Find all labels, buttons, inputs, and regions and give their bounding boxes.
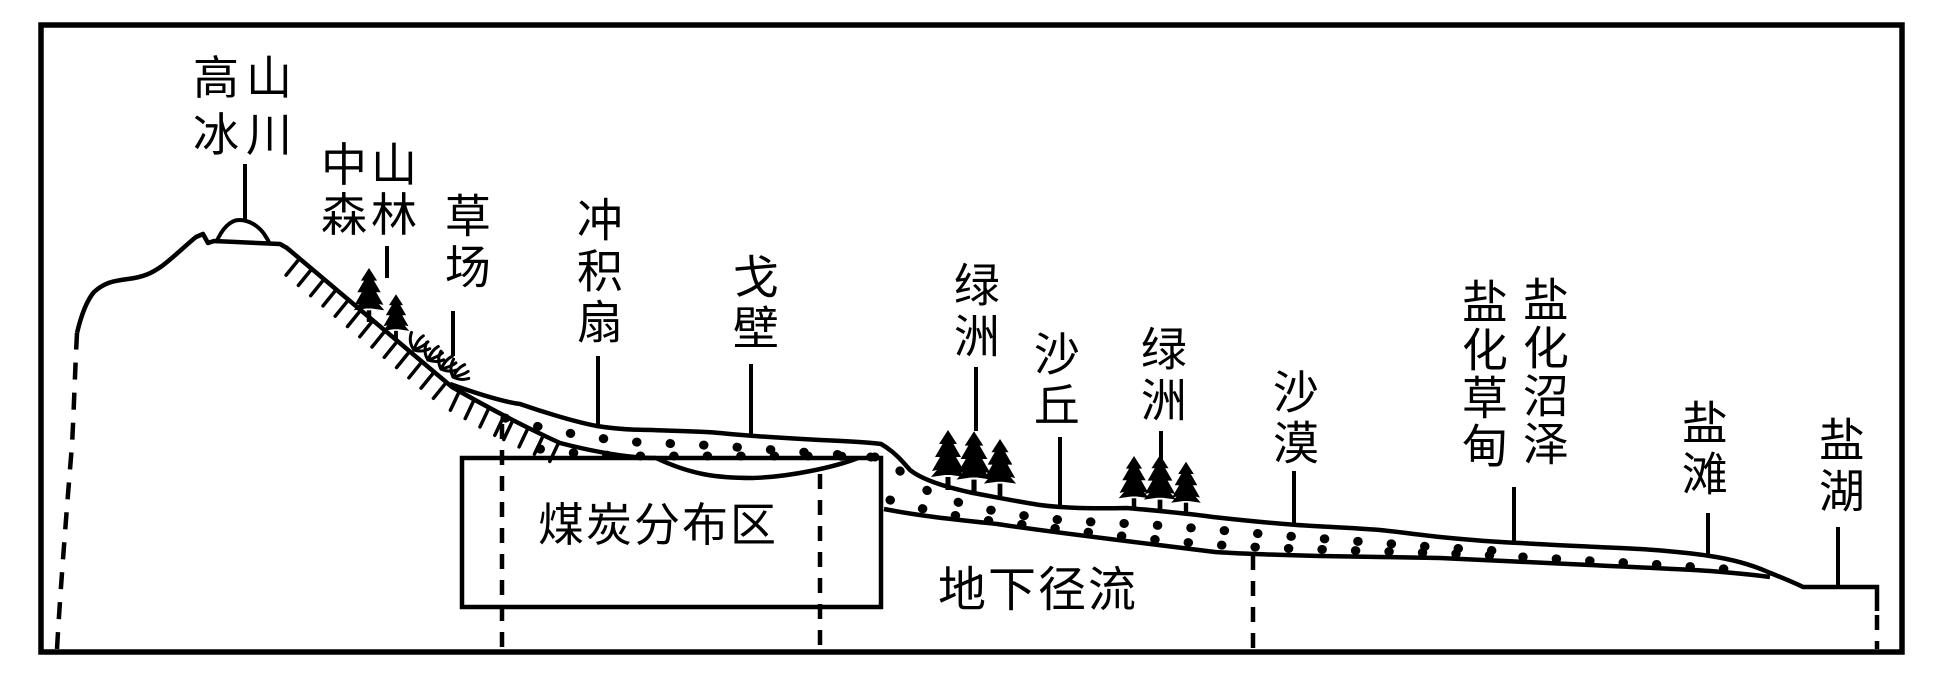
oasis-lower-trees (1118, 455, 1201, 514)
glacier-label-line2: 冰川 (193, 110, 299, 161)
alluvial-fan-label: 冲积扇 (570, 196, 622, 349)
mountain-and-bedrock-outline (74, 231, 859, 481)
coal-area-box (459, 455, 884, 610)
label-leader-lines (243, 164, 1840, 585)
mountain-left-dashed-outline (54, 332, 80, 650)
slope-hatch-marks (284, 257, 561, 464)
dashed-boundary-lines (499, 424, 1880, 649)
desert-label: 沙漠 (1266, 368, 1318, 470)
diagram-frame (38, 22, 1905, 655)
forest-label-line1: 中山 (321, 140, 421, 191)
forest-label: 中山 森林 (321, 141, 421, 241)
coal-area-label: 煤炭分布区 (538, 500, 778, 551)
grassland-label: 草场 (438, 192, 490, 294)
glacier-label-line1: 高山 (193, 53, 299, 104)
salt-lake-label: 盐湖 (1812, 416, 1864, 518)
underground-runoff-label: 地下径流 (937, 564, 1139, 617)
gobi-label: 戈壁 (726, 253, 778, 355)
glacier-label: 高山 冰川 (193, 50, 299, 164)
glacier-cap-icon (214, 217, 271, 244)
salinized-meadow-label: 盐化草甸 (1455, 278, 1507, 470)
salinized-marsh-label: 盐化沼泽 (1516, 276, 1568, 468)
sand-dune-label: 沙丘 (1027, 330, 1079, 432)
oasis-upper-label: 绿洲 (947, 261, 999, 363)
forest-label-line2: 森林 (321, 190, 421, 241)
salt-flat-label: 盐滩 (1675, 399, 1727, 501)
ground-surface-line (449, 381, 1880, 611)
oasis-lower-label: 绿洲 (1134, 325, 1186, 427)
sediment-lower-line (883, 506, 1771, 580)
